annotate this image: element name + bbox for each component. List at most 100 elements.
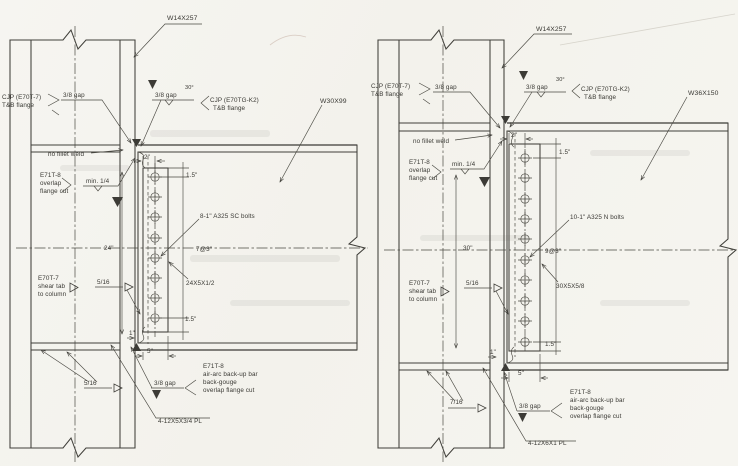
- left-dim-15-top: 1.5": [186, 172, 197, 179]
- left-field-weld-flag-top: [148, 80, 157, 89]
- right-weld-shear-label: 5/16: [466, 280, 479, 287]
- right-dim-30: 30": [463, 245, 473, 252]
- right-dim-15-bot: 1.5": [545, 341, 556, 348]
- right-column-top-break: [377, 28, 505, 51]
- left-weld-symbols: [69, 80, 174, 399]
- left-shear-label-1: E70T-7: [38, 275, 59, 282]
- left-dim-2in: 2": [144, 154, 150, 161]
- right-dim-2in: 2": [511, 132, 517, 139]
- right-gap-bot-label: 3/8 gap: [519, 403, 541, 410]
- right-column-bottom-break: [377, 436, 505, 459]
- left-dim-7at3: 7@3": [196, 246, 212, 253]
- left-column-bottom-break: [9, 436, 136, 459]
- right-dim-5: 5": [518, 370, 524, 377]
- right-weld-vee-min: [460, 168, 470, 175]
- right-bolts: [518, 151, 532, 349]
- left-beam-label: W30X99: [320, 98, 347, 105]
- left-gap-top-right-label: 3/8 gap: [155, 92, 177, 99]
- right-field-weld-flag-bottom: [518, 413, 527, 422]
- left-weld-arrow-5-16: [124, 282, 134, 292]
- left-shear-label-3: to column: [38, 291, 67, 298]
- right-dim-9at3: 9@3": [545, 248, 561, 255]
- left-angle-label: 30°: [185, 85, 194, 91]
- left-labels: W14X257 CJP (E70T-7) T&B flange 3/8 gap …: [2, 15, 347, 425]
- left-shear-plate: [142, 156, 169, 344]
- left-bolts-label: 8-1" A325 SC bolts: [200, 213, 255, 220]
- right-cjp-left-label-1: CJP (E70T-7): [371, 83, 410, 90]
- left-column-label: W14X257: [167, 15, 198, 22]
- left-bottom-weld-access-hole: [137, 326, 146, 344]
- right-centerlines: [384, 26, 734, 462]
- left-shear-label-2: shear tab: [38, 283, 66, 290]
- left-no-fillet-label: no fillet weld: [48, 151, 84, 158]
- right-continuity-plates: [398, 122, 491, 371]
- right-shear-label-3: to column: [409, 296, 438, 303]
- right-column-label: W14X257: [536, 26, 567, 33]
- left-dimensions: 2" 1.5" 1.5" 24" 7@3" 1" 5": [104, 154, 212, 360]
- right-top-weld-access-hole: [506, 130, 515, 148]
- right-no-fillet-label: no fillet weld: [413, 138, 449, 145]
- left-weld-shear-label: 5/16: [97, 279, 110, 286]
- left-dim-1: 1": [129, 330, 135, 337]
- left-overlap-label-1: E71T-8: [40, 172, 61, 179]
- left-backup-note-3: back-gouge: [203, 379, 237, 386]
- right-bottom-gap-weld: [501, 363, 510, 371]
- left-beam-end-break: [347, 144, 367, 351]
- right-gap-top-left-label: 3/8 gap: [435, 84, 457, 91]
- left-cjp-right-label-1: CJP (E70TG-K2): [210, 97, 259, 104]
- right-backup-note-2: air-arc back-up bar: [570, 397, 625, 404]
- right-beam-label: W36X150: [688, 90, 719, 97]
- right-shear-plate: [508, 133, 541, 357]
- left-shear-plate-outline: [142, 167, 169, 333]
- right-beam: [506, 122, 738, 371]
- right-bolts-label: 10-1" A325 N bolts: [570, 214, 624, 221]
- left-weld-vee-min: [93, 185, 103, 192]
- left-mid-weld-flag: [112, 197, 123, 207]
- left-weld-arrow-shear-tab: [69, 282, 79, 293]
- right-angle-label: 30°: [556, 77, 565, 83]
- right-min-weld-label: min. 1/4: [452, 161, 476, 168]
- left-continuity-plates: [30, 144, 121, 351]
- right-shear-label-1: E70T-7: [409, 280, 430, 287]
- right-detail: 2" 1.5" 1.5" 30" 9@3" 1" 5" W14X257 CJP …: [371, 26, 738, 462]
- left-centerlines: [16, 26, 368, 462]
- left-backup-note-2: air-arc back-up bar: [203, 371, 258, 378]
- left-backup-note-1: E71T-8: [203, 363, 224, 370]
- left-dim-5: 5": [147, 348, 153, 355]
- right-overlap-label-3: flange cut: [409, 175, 437, 182]
- right-labels: W14X257 CJP (E70T-7) T&B flange 3/8 gap …: [371, 26, 719, 447]
- right-backup-note-1: E71T-8: [570, 389, 591, 396]
- right-column: [377, 28, 505, 459]
- left-gap-bot-label: 3/8 gap: [154, 380, 176, 387]
- right-weld-arrow-5-16: [493, 283, 503, 293]
- right-backup-note-3: back-gouge: [570, 405, 604, 412]
- right-backup-note-4: overlap flange cut: [570, 413, 622, 420]
- left-overlap-label-2: overlap: [40, 180, 62, 187]
- left-dim-15-bot: 1.5": [185, 316, 196, 323]
- left-detail: 2" 1.5" 1.5" 24" 7@3" 1" 5" W14X257 CJP …: [2, 15, 368, 462]
- left-cont-plate-label: 4-12X5X3/4 PL: [158, 418, 202, 425]
- right-overlap-label-1: E71T-8: [409, 159, 430, 166]
- left-field-weld-flag-bottom: [152, 390, 161, 399]
- left-weld-vee-top: [164, 99, 174, 106]
- right-field-weld-flag-top: [519, 71, 528, 80]
- left-top-gap-weld: [132, 139, 141, 147]
- left-backup-note-4: overlap flange cut: [203, 387, 255, 394]
- right-beam-end-break: [718, 122, 738, 371]
- left-dim-24: 24": [104, 245, 114, 252]
- right-gap-top-right-label: 3/8 gap: [526, 84, 548, 91]
- right-top-gap-weld: [501, 116, 510, 124]
- right-weld-arrow-shear-tab: [440, 286, 450, 297]
- left-cjp-left-label-2: T&B flange: [2, 102, 35, 109]
- right-cont-plate-label: 4-12X6X1 PL: [528, 440, 567, 447]
- right-weld-arrow-cont: [477, 403, 487, 413]
- left-cjp-right-label-2: T&B flange: [213, 105, 246, 112]
- left-weld-cont-label: 5/16: [84, 380, 97, 387]
- right-overlap-label-2: overlap: [409, 167, 431, 174]
- left-cjp-left-label-1: CJP (E70T-7): [2, 94, 41, 101]
- left-bolts: [148, 170, 162, 325]
- left-overlap-label-3: flange cut: [40, 188, 68, 195]
- left-column: [9, 28, 136, 459]
- right-cjp-right-label-1: CJP (E70TG-K2): [581, 86, 630, 93]
